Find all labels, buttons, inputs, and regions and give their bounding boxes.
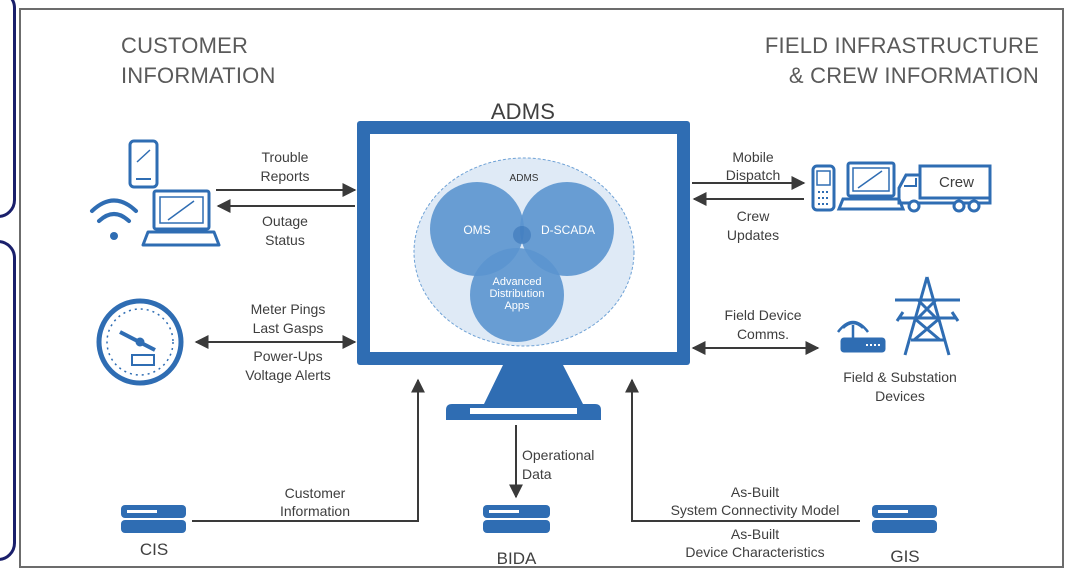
field-heading-line2: & CREW INFORMATION: [788, 63, 1039, 88]
asbuilt-model-label-1: As-Built: [730, 484, 780, 500]
field-comms-label-1: Field Device: [724, 307, 802, 323]
operational-label-2: Data: [522, 466, 552, 482]
adms-circle-diagram: [413, 157, 635, 347]
crew-updates-label-1: Crew: [736, 208, 770, 224]
asbuilt-device-label-1: As-Built: [730, 526, 780, 542]
bida-label: BIDA: [496, 549, 537, 568]
gis-label: GIS: [890, 547, 920, 566]
cis-server-icon: [121, 505, 186, 533]
bida-server-icon: [483, 505, 550, 533]
arrow-gis: [625, 378, 860, 522]
smartphone-icon: [128, 139, 159, 189]
crew-label: Crew: [938, 174, 974, 191]
field-laptop-icon: [836, 161, 906, 211]
customer-info-label-1: Customer: [284, 485, 346, 501]
customer-heading-line2: INFORMATION: [121, 63, 276, 88]
operational-label-1: Operational: [522, 447, 595, 463]
oms-label: OMS: [463, 223, 491, 237]
arrow-customer-info: [192, 378, 425, 522]
laptop-icon: [141, 189, 221, 247]
outage-label-2: Status: [265, 232, 305, 248]
crew-updates-label-2: Updates: [726, 227, 780, 243]
gis-server-icon: [872, 505, 937, 533]
customer-info-label-2: Information: [279, 503, 351, 519]
apps-label-line1: Advanced: [492, 276, 542, 288]
apps-label-line2: Distribution: [489, 288, 545, 300]
asbuilt-model-label-2: System Connectivity Model: [670, 502, 840, 518]
power-label-1: Power-Ups: [253, 348, 323, 364]
adms-title: ADMS: [490, 99, 556, 124]
field-devices-label-1: Field & Substation: [843, 369, 957, 385]
meter-gauge-icon: [96, 298, 184, 386]
outage-label-1: Outage: [262, 213, 308, 229]
asbuilt-device-label-2: Device Characteristics: [685, 544, 825, 560]
field-device-router-icon: [837, 320, 886, 353]
mobile-label-2: Dispatch: [725, 167, 781, 183]
field-comms-label-2: Comms.: [736, 326, 790, 342]
crew-truck-icon: [897, 164, 992, 213]
dscada-label: D-SCADA: [540, 223, 595, 237]
apps-label-line3: Apps: [504, 300, 530, 312]
field-heading-line1: FIELD INFRASTRUCTURE: [764, 33, 1039, 58]
customer-heading-line1: CUSTOMER: [121, 33, 249, 58]
meter-label-2: Last Gasps: [252, 320, 324, 336]
trouble-label-2: Reports: [260, 168, 310, 184]
flow-arrows: [192, 176, 860, 522]
cis-label: CIS: [139, 540, 169, 559]
mobile-label-1: Mobile: [732, 149, 774, 165]
trouble-label-1: Trouble: [261, 149, 309, 165]
power-label-2: Voltage Alerts: [245, 367, 331, 383]
wifi-icon: [90, 198, 138, 240]
meter-label-1: Meter Pings: [250, 301, 326, 317]
mobile-phone-icon: [811, 164, 836, 212]
field-devices-label-2: Devices: [875, 388, 925, 404]
transmission-tower-icon: [895, 276, 960, 356]
circle-adms-label: ADMS: [509, 173, 539, 184]
